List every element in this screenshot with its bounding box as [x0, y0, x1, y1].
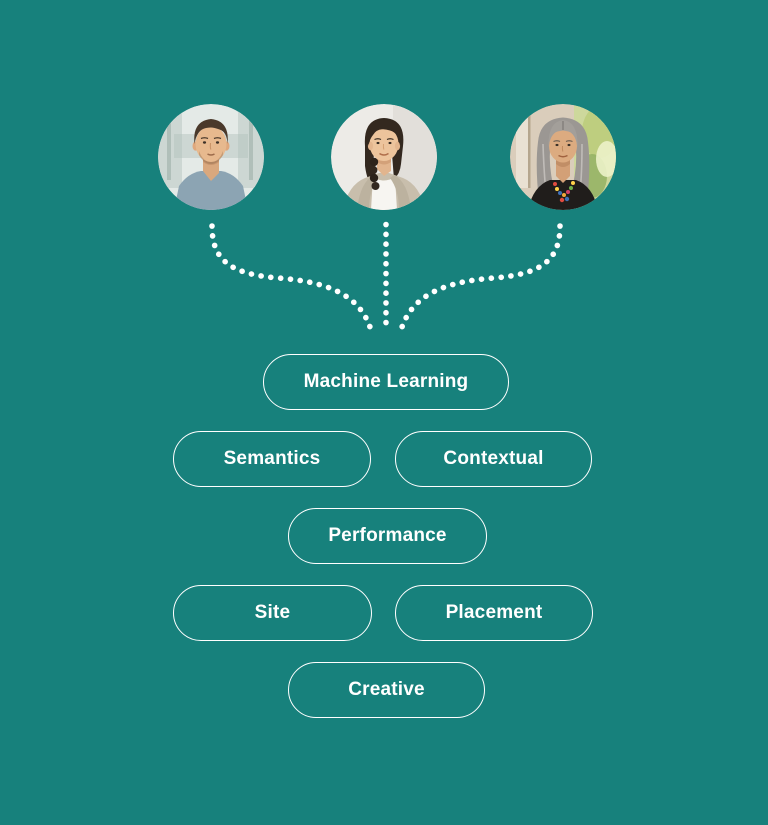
pill-label: Site	[254, 602, 291, 623]
pill-placement[interactable]: Placement	[395, 585, 593, 641]
pill-label: Semantics	[223, 448, 321, 469]
pill-creative[interactable]: Creative	[288, 662, 485, 718]
pill-semantics[interactable]: Semantics	[173, 431, 371, 487]
pill-performance[interactable]: Performance	[288, 508, 487, 564]
pill-label: Creative	[348, 679, 425, 700]
pill-site[interactable]: Site	[173, 585, 372, 641]
older-woman-portrait-illustration	[510, 104, 616, 210]
connector-left	[209, 223, 374, 333]
pill-label: Contextual	[443, 448, 544, 469]
avatar-young-man-photo	[158, 104, 264, 210]
pill-contextual[interactable]: Contextual	[395, 431, 592, 487]
avatar-older-woman-photo	[510, 104, 616, 210]
pill-label: Placement	[445, 602, 543, 623]
pill-machine-learning[interactable]: Machine Learning	[263, 354, 509, 410]
young-man-portrait-illustration	[158, 104, 264, 210]
pill-label: Machine Learning	[303, 371, 469, 392]
pill-label: Performance	[328, 525, 447, 546]
connector-right	[398, 223, 563, 333]
avatar-woman-braid-photo	[331, 104, 437, 210]
woman-braid-portrait-illustration	[331, 104, 437, 210]
